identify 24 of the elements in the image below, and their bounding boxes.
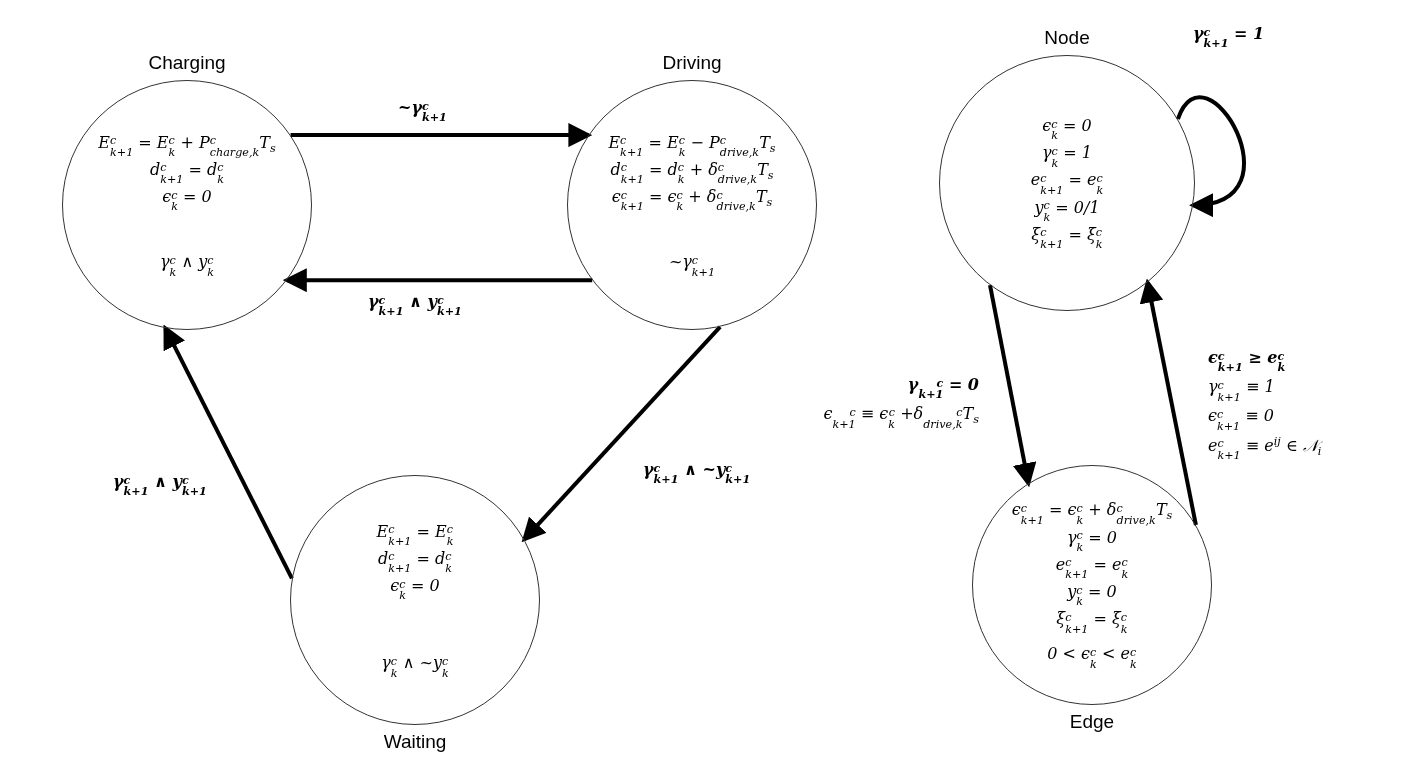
arrow: [521, 325, 722, 543]
state-name: Driving: [662, 52, 722, 74]
arrow: [988, 284, 1037, 488]
arrow: [290, 123, 593, 148]
state-equation: E$^{c}$$_{k+1}$ = E$^{c}$$_{k}$ + P$^{c}$$_{charge,k}$T$_{s}$: [98, 131, 276, 159]
state-name: Node: [1044, 27, 1090, 49]
state-name: Waiting: [383, 731, 447, 753]
state-equation: ϵ$^{c}$$_{k}$ = 0: [390, 575, 440, 603]
state-equation: ϵ$^{c}$$_{k+1}$ = ϵ$^{c}$$_{k}$ + δ$^{c}$$_{drive,k}$T$_{s}$: [1011, 499, 1173, 527]
state-equation: ϵ$^{c}$$_{k+1}$ = ϵ$^{c}$$_{k}$ + δ$^{c}$$_{drive,k}$T$_{s}$: [611, 186, 773, 214]
arrow: [1139, 278, 1198, 526]
state-equation: y$^{c}$$_{k}$ = 0/1: [1034, 196, 1100, 224]
state-equation: d$^{c}$$_{k+1}$ = d$^{c}$$_{k}$ + δ$^{c}$$_{drive,k}$T$_{s}$: [610, 158, 774, 186]
state-equation: γ$^{c}$$_{k}$ = 0: [1066, 526, 1118, 554]
state-equation: E$^{c}$$_{k+1}$ = E$^{c}$$_{k}$ − P$^{c}$$_{drive,k}$T$_{s}$: [608, 131, 776, 159]
arrow: [163, 324, 294, 580]
state-equation: ϵ$^{c}$$_{k}$ = 0: [1042, 115, 1092, 143]
arrow: [1176, 95, 1246, 215]
state-equation: y$^{c}$$_{k}$ = 0: [1067, 581, 1117, 609]
state-name: Charging: [148, 52, 226, 74]
arrow: [282, 268, 593, 293]
state-equation: ϵ$^{c}$$_{k}$ = 0: [162, 186, 212, 214]
state-equation: γ$^{c}$$_{k}$ = 1: [1041, 142, 1093, 170]
state-name: Edge: [1069, 711, 1115, 733]
